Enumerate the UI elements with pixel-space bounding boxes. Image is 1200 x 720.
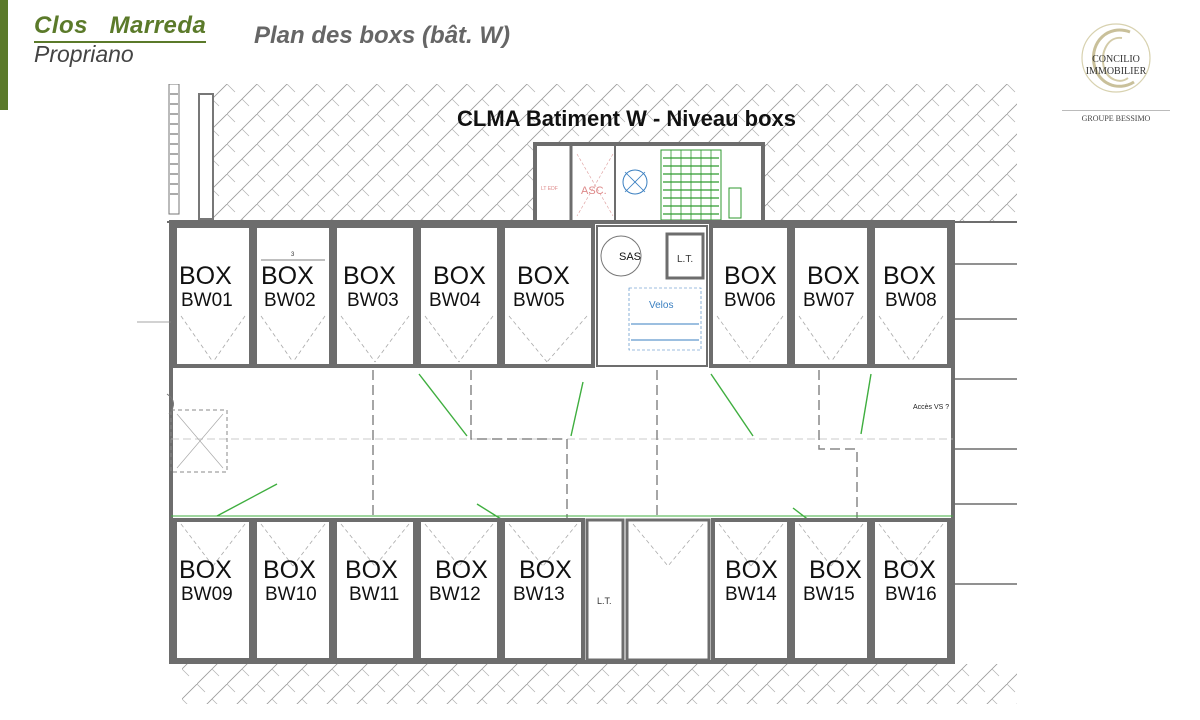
left-stair-strip xyxy=(168,84,214,220)
logo-divider xyxy=(1062,110,1170,111)
box-bw13: BOX BW13 xyxy=(501,518,585,662)
box-bw10: BOX BW10 xyxy=(253,518,333,662)
box-id-label: BW07 xyxy=(803,290,855,311)
box-word-label: BOX xyxy=(807,262,860,290)
brand-block: Clos Marreda Propriano xyxy=(34,12,207,68)
box-word-label: BOX xyxy=(345,556,398,584)
box-word-label: BOX xyxy=(517,262,570,290)
box-word-label: BOX xyxy=(263,556,316,584)
box-id-label: BW09 xyxy=(181,584,233,605)
box-bw01: BOX BW01 xyxy=(173,224,253,368)
box-id-label: BW04 xyxy=(429,290,481,311)
box-id-label: BW05 xyxy=(513,290,565,311)
accent-bar xyxy=(0,0,8,110)
box-bw11: BOX BW11 xyxy=(333,518,417,662)
box-word-label: BOX xyxy=(883,262,936,290)
box-word-label: BOX xyxy=(725,556,778,584)
brand-name: Clos Marreda xyxy=(34,12,207,43)
box-bw02: 3 BOX BW02 xyxy=(253,224,333,368)
hatched-bottom-zone xyxy=(182,664,1017,704)
dimension-label: 3 xyxy=(291,252,295,258)
box-id-label: BW10 xyxy=(265,584,317,605)
box-bw14: BOX BW14 xyxy=(711,518,791,662)
box-bw08: BOX BW08 xyxy=(871,224,951,368)
box-bw04: BOX BW04 xyxy=(417,224,501,368)
box-id-label: BW02 xyxy=(264,290,316,311)
box-word-label: BOX xyxy=(261,262,314,290)
box-word-label: BOX xyxy=(433,262,486,290)
box-word-label: BOX xyxy=(724,262,777,290)
plan-title: CLMA Batiment W - Niveau boxs xyxy=(457,106,796,131)
asc-label: ASC. xyxy=(581,185,607,197)
brand-city: Propriano xyxy=(34,41,134,67)
box-word-label: BOX xyxy=(343,262,396,290)
box-word-label: BOX xyxy=(519,556,572,584)
box-id-label: BW01 xyxy=(181,290,233,311)
box-bw09: BOX BW09 xyxy=(173,518,253,662)
company-logo: CONCILIO IMMOBILIER GROUPE BESSIMO xyxy=(1060,18,1172,128)
box-word-label: BOX xyxy=(883,556,936,584)
box-bw12: BOX BW12 xyxy=(417,518,501,662)
box-bw16: BOX BW16 xyxy=(871,518,951,662)
box-word-label: BOX xyxy=(179,556,232,584)
bottom-box-row: BOX BW09 BOX BW10 BOX BW11 BOX BW12 BOX … xyxy=(173,518,951,662)
velos-label: Velos xyxy=(649,300,673,311)
logo-monogram-icon xyxy=(1081,23,1151,93)
floor-plan: CLMA Batiment W - Niveau boxs BOX BW01 3… xyxy=(137,84,1017,704)
lt-edf-label: LT EDF xyxy=(541,186,558,192)
box-bw15: BOX BW15 xyxy=(791,518,871,662)
sas-label: SAS xyxy=(619,251,641,263)
box-id-label: BW03 xyxy=(347,290,399,311)
box-bw07: BOX BW07 xyxy=(791,224,871,368)
box-word-label: BOX xyxy=(809,556,862,584)
box-word-label: BOX xyxy=(435,556,488,584)
box-word-label: BOX xyxy=(179,262,232,290)
acces-label: Accès VS ? xyxy=(913,404,949,411)
box-id-label: BW08 xyxy=(885,290,937,311)
lt-bottom-label: L.T. xyxy=(597,596,612,606)
box-id-label: BW11 xyxy=(349,584,399,605)
top-box-row: BOX BW01 3 BOX BW02 BOX BW03 BOX BW04 BO… xyxy=(173,224,951,368)
box-id-label: BW12 xyxy=(429,584,481,605)
box-bw05: BOX BW05 xyxy=(501,224,595,368)
logo-line2: IMMOBILIER xyxy=(1085,66,1147,77)
entrance-area xyxy=(166,393,228,473)
box-bw03: BOX BW03 xyxy=(333,224,417,368)
left-margin xyxy=(137,84,169,704)
box-id-label: BW06 xyxy=(724,290,776,311)
box-bw06: BOX BW06 xyxy=(709,224,791,368)
box-id-label: BW15 xyxy=(803,584,855,605)
lower-service-zone xyxy=(585,518,711,662)
box-id-label: BW16 xyxy=(885,584,937,605)
box-id-label: BW13 xyxy=(513,584,565,605)
box-id-label: BW14 xyxy=(725,584,777,605)
central-service-zone xyxy=(596,225,708,367)
core-block xyxy=(533,142,765,226)
logo-line1: CONCILIO xyxy=(1092,54,1140,65)
page-title: Plan des boxs (bât. W) xyxy=(254,22,511,49)
lt-top-label: L.T. xyxy=(677,254,693,265)
logo-group: GROUPE BESSIMO xyxy=(1081,114,1151,123)
